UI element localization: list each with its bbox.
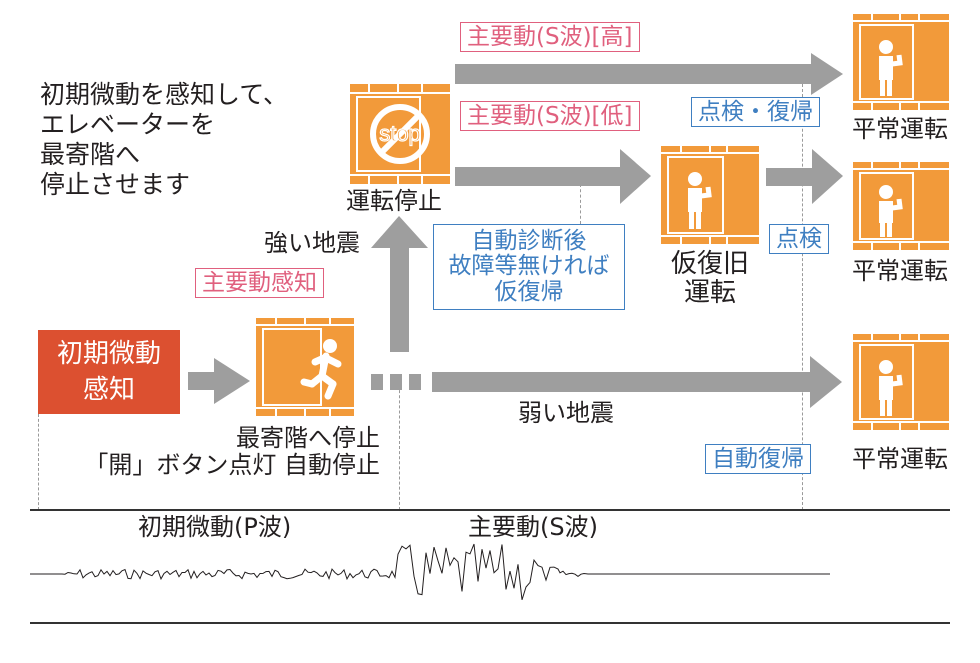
normal-bottom-caption: 平常運転: [852, 445, 948, 473]
elevator-stop-icon: stop: [350, 84, 450, 184]
s-wave-low-badge: 主要動(S波)[低]: [460, 101, 640, 132]
seismograph-wave: [30, 543, 830, 600]
auto-recover-badge: 自動復帰: [705, 444, 811, 475]
normal-mid-caption: 平常運転: [852, 257, 948, 285]
temp-recovery-caption: 仮復旧 運転: [660, 249, 760, 309]
guide-line-detect: [38, 414, 39, 510]
normal-top-caption: 平常運転: [852, 115, 948, 143]
elevator-running-person-icon: [256, 318, 354, 416]
elevator-person-icon-normal-bottom: [853, 334, 949, 430]
temp-recovery-caption-line1: 仮復旧: [670, 249, 749, 279]
elevator-person-icon-normal-mid: [853, 162, 949, 250]
guide-line-recover: [802, 84, 803, 510]
detect-label-line2: 感知: [82, 375, 135, 405]
arrow-inspect: [766, 149, 843, 204]
arrow-detect-to-stop: [188, 358, 250, 404]
arrow-s-wave-high: [455, 53, 843, 95]
s-wave-high-badge: 主要動(S波)[高]: [460, 22, 640, 53]
seismograph-top-line: [30, 509, 950, 511]
weak-quake-label: 弱い地震: [518, 399, 614, 427]
nearest-stop-caption: 最寄階へ停止 「開」ボタン点灯 自動停止: [84, 425, 380, 479]
stop-caption: 運転停止: [346, 187, 442, 215]
elevator-person-icon-normal-top: [853, 14, 949, 110]
auto-diag-line2: 故障等無ければ: [448, 253, 610, 280]
detect-label-line1: 初期微動: [56, 339, 161, 369]
intro-text: 初期微動を感知して、 エレベーターを 最寄階へ 停止させます: [40, 80, 289, 199]
temp-recovery-caption-line2: 運転: [683, 278, 736, 309]
nearest-stop-caption-line1: 最寄階へ停止: [236, 424, 380, 452]
auto-diagnosis-box: 自動診断後 故障等無ければ 仮復帰: [433, 224, 625, 310]
auto-diag-line1: 自動診断後: [471, 228, 587, 254]
arrow-s-wave-low: [455, 149, 651, 204]
arrow-weak-quake: [371, 356, 842, 408]
arrow-up-strong-quake: [371, 216, 428, 352]
s-wave-label: 主要動(S波): [468, 513, 598, 541]
strong-quake-label: 強い地震: [264, 229, 360, 257]
inspect-recover-badge: 点検・復帰: [691, 97, 820, 128]
guide-line-diag: [580, 184, 581, 224]
initial-motion-detect-box: 初期微動 感知: [38, 330, 180, 414]
guide-line-s-wave: [399, 380, 400, 510]
stop-icon-text: stop: [379, 121, 421, 146]
elevator-person-icon-temp: [661, 146, 759, 244]
auto-diag-line3: 仮復帰: [494, 278, 564, 305]
main-motion-detect-badge: 主要動感知: [195, 268, 324, 299]
p-wave-label: 初期微動(P波): [138, 513, 292, 541]
inspect-badge: 点検: [769, 224, 829, 255]
seismograph-bottom-line: [30, 622, 950, 624]
nearest-stop-caption-line2: 「開」ボタン点灯 自動停止: [84, 450, 380, 479]
